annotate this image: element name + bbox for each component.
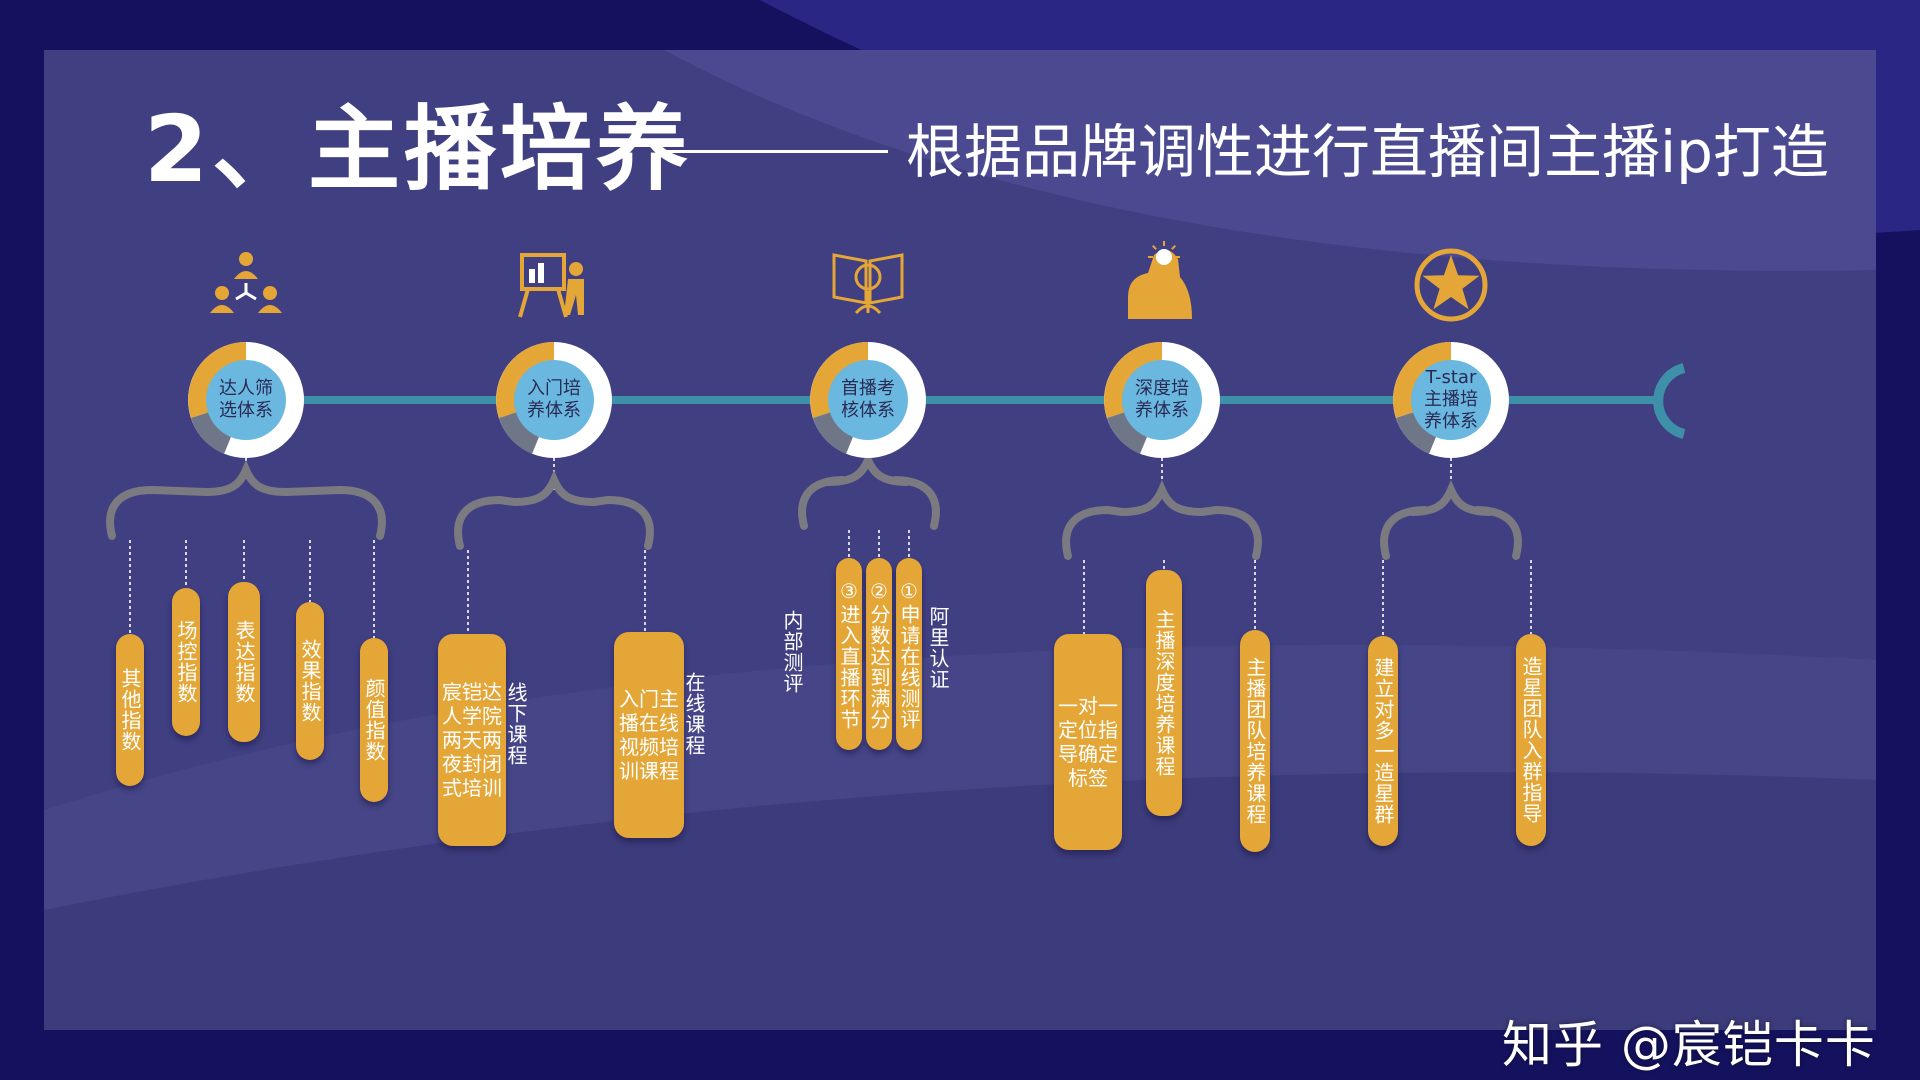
node-core [1122,360,1202,440]
step-pill: 颜值指数 [360,638,388,802]
brace-connector [454,469,654,550]
node-core [828,360,908,440]
node-label-line: 深度培 [1135,378,1189,399]
step-pill: ①申请在线测评 [896,558,922,750]
page-title: 2、主播培养 [144,96,693,203]
star-icon [1414,248,1488,322]
side-label: 内部测评 [780,610,804,694]
page-subtitle: 根据品牌调性进行直播间主播ip打造 [906,118,1829,186]
node-label-3: 首播考核体系 [818,378,918,422]
node-core [1411,360,1491,440]
watermark: 知乎 @宸铠卡卡 [1502,1016,1876,1074]
certificate-book-icon [832,253,904,315]
step-pill: 建立对多一造星群 [1368,636,1398,846]
step-pill: 效果指数 [296,602,324,760]
node-1 [188,342,304,458]
node-label-line: 入门培 [527,378,581,399]
idea-person-icon [1128,241,1192,319]
step-pill: 造星团队入群指导 [1516,634,1546,846]
node-5 [1393,342,1509,458]
step-pill: 一对一定位指导确定标签 [1054,634,1122,850]
node-label-1: 达人筛选体系 [196,378,296,422]
step-pill: 场控指数 [172,588,200,736]
slide-panel: 2、主播培养 根据品牌调性进行直播间主播ip打造 达人筛选体系其他指数场控指数表… [44,50,1876,1074]
node-label-line: 养体系 [527,400,581,421]
node-label-line: 养体系 [1135,400,1189,421]
node-4 [1104,342,1220,458]
side-label: 在线课程 [682,672,706,756]
presentation-icon [518,253,584,318]
step-pill: ②分数达到满分 [866,558,892,750]
node-3 [810,342,926,458]
side-label: 阿里认证 [926,606,950,690]
step-pill: 表达指数 [228,582,260,742]
node-label-line: 主播培 [1424,389,1478,410]
node-core [206,360,286,440]
node-label-line: T-star [1425,367,1477,388]
step-pill: 主播深度培养课程 [1146,570,1182,816]
node-2 [496,342,612,458]
team-icon [210,252,282,313]
node-label-line: 核体系 [841,400,895,421]
brace-connector [106,459,386,540]
title-dash [656,150,888,153]
timeline-end-arc [1653,363,1686,439]
node-label-line: 首播考 [841,378,895,399]
node-label-line: 养体系 [1424,411,1478,432]
node-label-line: 达人筛 [219,378,273,399]
step-pill: ③进入直播环节 [836,558,862,750]
node-core [514,360,594,440]
step-pill: 入门主播在线视频培训课程 [614,632,684,838]
node-label-2: 入门培养体系 [504,378,604,422]
node-label-line: 选体系 [219,400,273,421]
brace-connector [1062,479,1262,560]
brace-connector [798,449,940,530]
side-label: 线下课程 [504,682,528,766]
step-pill: 宸铠达人学院两天两夜封闭式培训 [438,634,506,846]
brace-connector [1380,479,1522,560]
node-label-4: 深度培养体系 [1112,378,1212,422]
process-diagram [106,241,1686,638]
step-pill: 其他指数 [116,634,144,786]
step-pill: 主播团队培养课程 [1240,630,1270,852]
